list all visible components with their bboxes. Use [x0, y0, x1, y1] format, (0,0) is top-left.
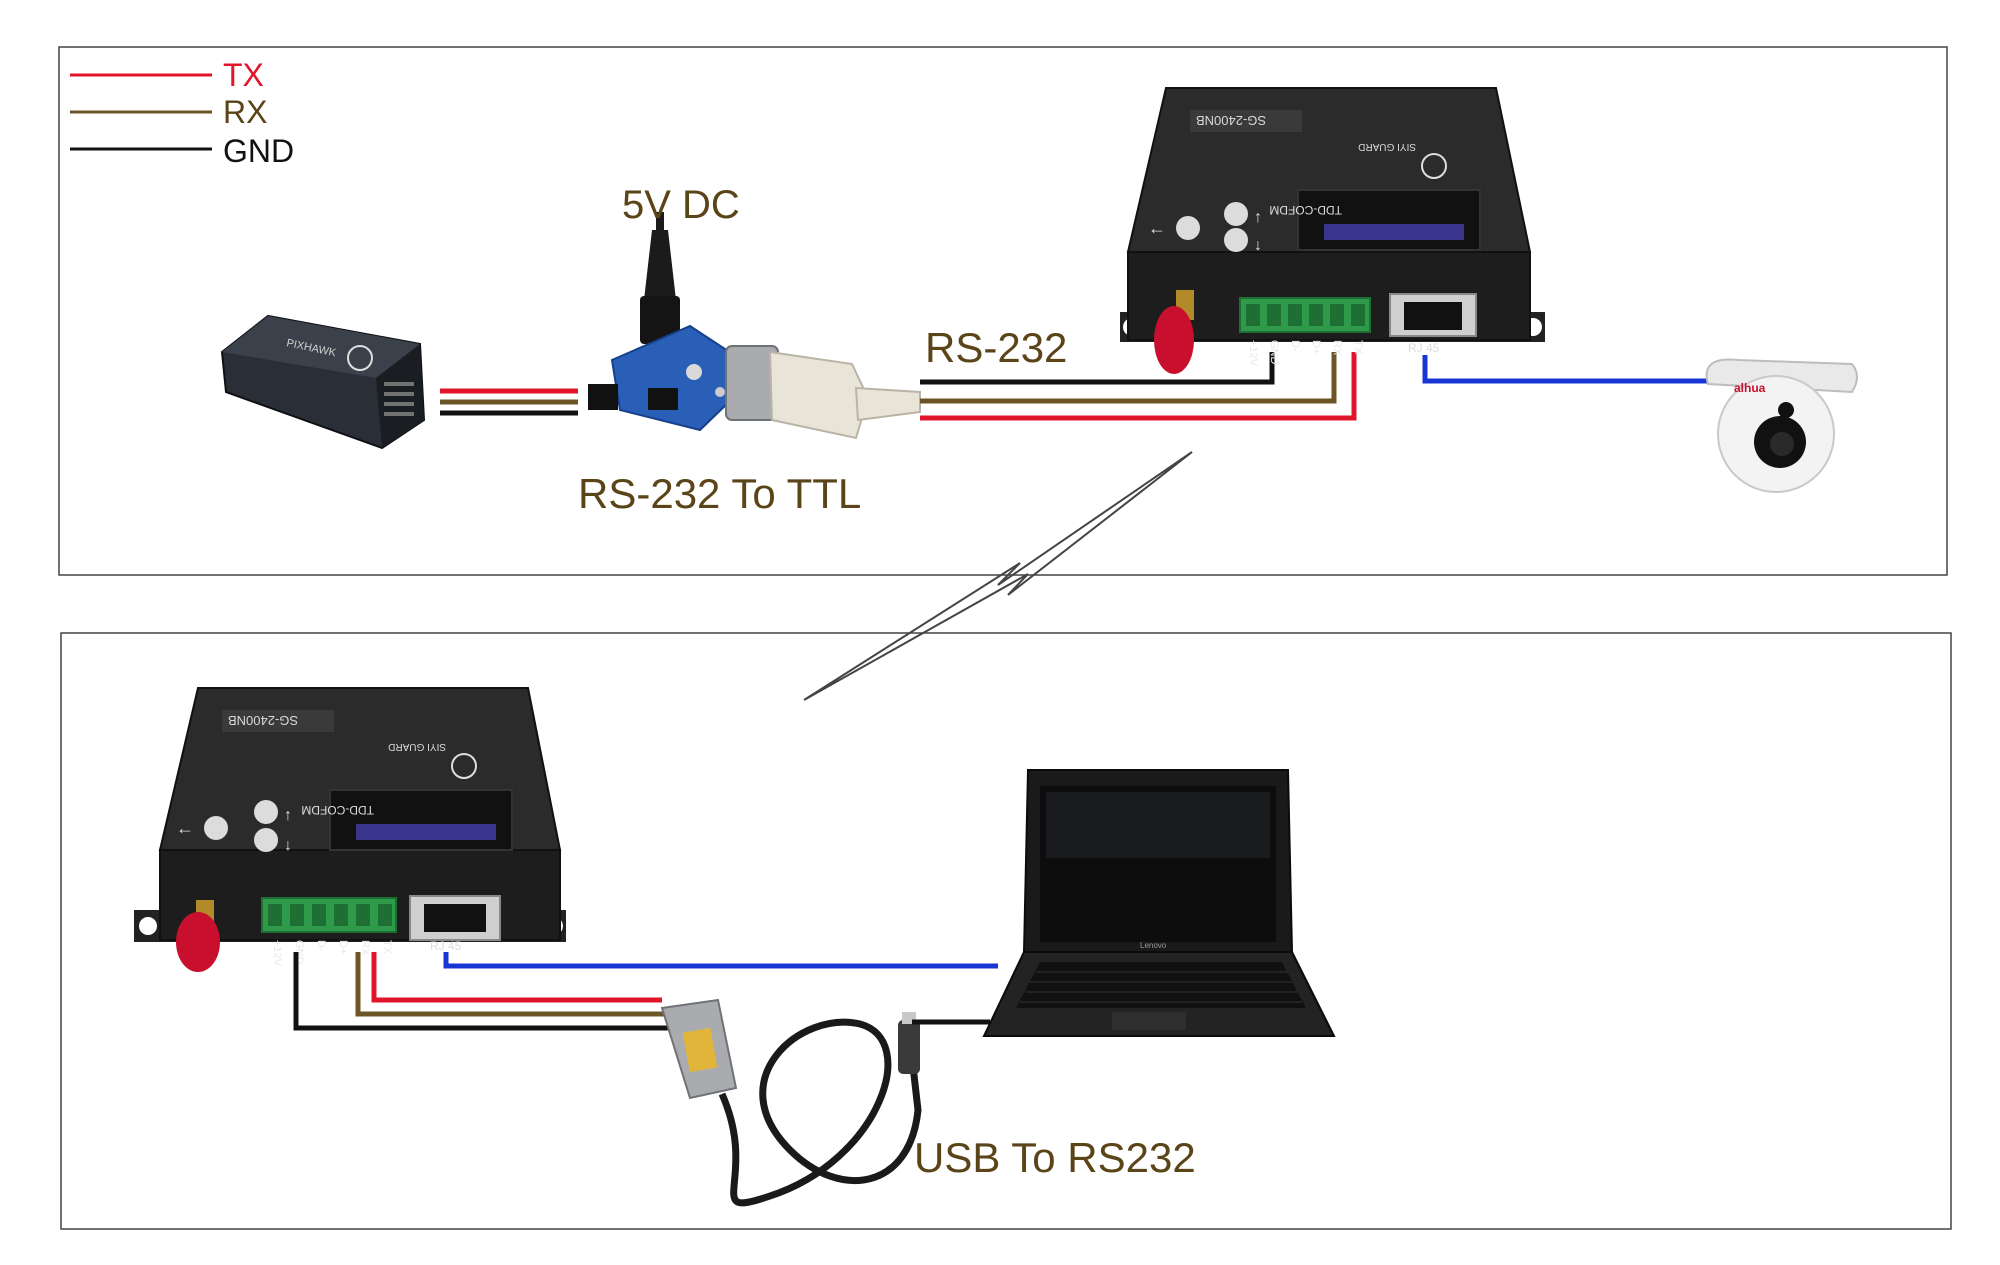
bottom-radio-up-button [254, 800, 278, 824]
rs232-ttl-converter [588, 212, 921, 440]
legend-tx-label: TX [223, 57, 264, 93]
top-terminal-12v: +12V [1247, 340, 1259, 367]
wireless-link-icon [803, 451, 1193, 701]
top-radio-port-label: RJ 45 [1408, 341, 1440, 355]
top-terminal-tx: TX [1352, 340, 1364, 355]
top-radio-up-button [1224, 202, 1248, 226]
bottom-terminal-d-plus: D+ [337, 940, 349, 954]
camera-brand: alhua [1734, 381, 1766, 395]
bottom-gnd-wire [293, 952, 680, 1031]
flight-controller: PIXHAWK [220, 314, 426, 450]
bottom-terminal-d-minus: D- [315, 940, 327, 952]
laptop: Lenovo [982, 769, 1336, 1037]
top-radio-terminal-labels: +12V GND D- D+ RX TX [1247, 340, 1364, 367]
top-radio-terminal-block [1239, 297, 1371, 333]
adapter-label: USB To RS232 [914, 1134, 1196, 1181]
bottom-terminal-tx: TX [381, 940, 393, 955]
laptop-brand: Lenovo [1140, 941, 1167, 950]
bottom-radio: SG-2400NB SIYI GUARD TDD-COFDM ← ↑ ↓ +12… [134, 687, 566, 972]
top-radio-down-arrow-icon: ↓ [1254, 237, 1262, 254]
top-ethernet-cable [1422, 355, 1712, 384]
top-terminal-rx: RX [1331, 340, 1343, 356]
top-terminal-gnd: GND [1268, 340, 1280, 365]
top-radio-left-button [1176, 216, 1200, 240]
usb-rs232-adapter [660, 998, 990, 1207]
dome-camera: alhua [1705, 358, 1858, 493]
fc-to-converter-wires [440, 388, 578, 416]
bottom-ethernet-cable [443, 952, 998, 969]
bottom-serial-wires [293, 952, 680, 1031]
bottom-radio-brand: SIYI GUARD [388, 741, 446, 752]
bottom-terminal-rx: RX [359, 940, 371, 956]
top-gnd-wire [920, 352, 1275, 385]
bottom-radio-terminal-block [261, 897, 397, 933]
top-radio-up-arrow-icon: ↑ [1254, 209, 1262, 226]
top-rx-wire [920, 352, 1337, 404]
bottom-radio-screen-label: TDD-COFDM [301, 803, 374, 817]
bottom-radio-down-arrow-icon: ↓ [284, 837, 292, 854]
interface-label: RS-232 [925, 324, 1067, 371]
bottom-terminal-12v: +12V [271, 940, 283, 967]
bottom-radio-port-label: RJ 45 [430, 939, 462, 953]
bottom-rx-wire [355, 952, 680, 1017]
top-serial-wires [920, 352, 1357, 421]
top-radio-screen-label: TDD-COFDM [1269, 203, 1342, 217]
bottom-radio-model: SG-2400NB [228, 713, 298, 728]
top-radio-brand: SIYI GUARD [1358, 141, 1416, 152]
top-terminal-d-plus: D+ [1310, 340, 1322, 354]
top-radio-left-arrow-icon: ← [1148, 218, 1166, 238]
bottom-radio-left-button [204, 816, 228, 840]
bottom-radio-up-arrow-icon: ↑ [284, 807, 292, 824]
top-radio-down-button [1224, 228, 1248, 252]
top-terminal-d-minus: D- [1289, 340, 1301, 352]
legend: TX RX GND [70, 57, 294, 169]
top-tx-wire [920, 352, 1357, 421]
bottom-panel [60, 632, 1952, 1230]
converter-label: RS-232 To TTL [578, 470, 861, 517]
bottom-radio-down-button [254, 828, 278, 852]
bottom-tx-wire [371, 952, 662, 1003]
legend-gnd-label: GND [223, 133, 294, 169]
top-radio: SG-2400NB SIYI GUARD TDD-COFDM ← ↑ ↓ +12… [1120, 87, 1545, 374]
top-radio-antenna [1154, 306, 1194, 374]
power-label: 5V DC [622, 183, 740, 227]
bottom-radio-antenna [176, 912, 220, 972]
bottom-radio-left-arrow-icon: ← [176, 818, 194, 838]
top-panel [58, 46, 1948, 576]
laptop-touchpad [1112, 1012, 1186, 1030]
legend-rx-label: RX [223, 94, 267, 130]
top-radio-model: SG-2400NB [1196, 113, 1266, 128]
